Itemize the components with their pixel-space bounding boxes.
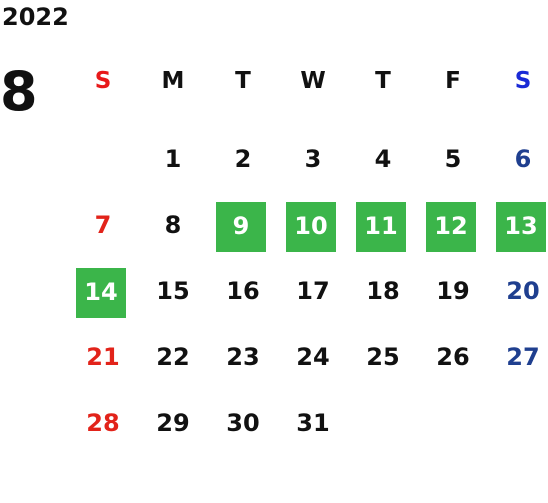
day-cell: 4 — [348, 126, 418, 192]
day-cell — [348, 390, 418, 456]
year-label: 2022 — [2, 3, 69, 31]
day-cell: 31 — [278, 390, 348, 456]
week-row: 28 29 30 31 — [68, 390, 548, 456]
day-cell: 16 — [208, 258, 278, 324]
weekday-sunday: S — [94, 68, 112, 94]
day-number: 9 — [232, 212, 250, 240]
highlight-box — [496, 202, 546, 252]
day-number: 24 — [296, 343, 330, 371]
weeks-container: 1 2 3 4 5 6 7 8 9 10 11 12 13 14 15 16 — [68, 126, 548, 456]
day-number: 17 — [296, 277, 330, 305]
day-number: 3 — [304, 145, 322, 173]
day-number: 16 — [226, 277, 260, 305]
day-cell: 7 — [68, 192, 138, 258]
day-cell-highlighted: 14 — [68, 258, 138, 324]
day-number: 27 — [506, 343, 540, 371]
weekday-saturday: S — [514, 68, 532, 94]
day-number: 4 — [374, 145, 392, 173]
day-number: 31 — [296, 409, 330, 437]
day-cell: 21 — [68, 324, 138, 390]
day-cell: 6 — [488, 126, 548, 192]
day-number: 7 — [94, 211, 112, 239]
weekday-monday: M — [161, 68, 185, 94]
day-number: 13 — [504, 212, 538, 240]
day-number: 11 — [364, 212, 398, 240]
day-number: 30 — [226, 409, 260, 437]
day-cell: 24 — [278, 324, 348, 390]
day-cell: 26 — [418, 324, 488, 390]
highlight-box — [76, 268, 126, 318]
day-number: 20 — [506, 277, 540, 305]
day-cell: 1 — [138, 126, 208, 192]
day-cell: 19 — [418, 258, 488, 324]
day-cell: 25 — [348, 324, 418, 390]
week-row: 21 22 23 24 25 26 27 — [68, 324, 548, 390]
day-number: 2 — [234, 145, 252, 173]
day-number: 14 — [84, 278, 118, 306]
weekday-thursday: T — [375, 68, 391, 94]
day-cell-highlighted: 12 — [418, 192, 488, 258]
day-number: 19 — [436, 277, 470, 305]
day-cell: 23 — [208, 324, 278, 390]
day-number: 10 — [294, 212, 328, 240]
day-number: 29 — [156, 409, 190, 437]
highlight-box — [216, 202, 266, 252]
weekday-tuesday: T — [235, 68, 251, 94]
day-cell: 18 — [348, 258, 418, 324]
day-number: 25 — [366, 343, 400, 371]
day-number: 12 — [434, 212, 468, 240]
calendar-grid: S M T W T F S 1 2 3 4 5 6 7 8 9 — [68, 60, 548, 456]
day-number: 8 — [164, 211, 182, 239]
weekday-wednesday: W — [300, 68, 326, 94]
day-cell: 30 — [208, 390, 278, 456]
week-row: 14 15 16 17 18 19 20 — [68, 258, 548, 324]
month-label: 8 — [0, 60, 38, 123]
day-number: 21 — [86, 343, 120, 371]
day-number: 23 — [226, 343, 260, 371]
day-cell: 28 — [68, 390, 138, 456]
day-number: 5 — [444, 145, 462, 173]
day-cell-highlighted: 11 — [348, 192, 418, 258]
highlight-box — [426, 202, 476, 252]
weekday-friday: F — [445, 68, 461, 94]
highlight-box — [286, 202, 336, 252]
week-row: 1 2 3 4 5 6 — [68, 126, 548, 192]
day-number: 1 — [164, 145, 182, 173]
day-cell: 22 — [138, 324, 208, 390]
day-cell: 17 — [278, 258, 348, 324]
day-cell: 3 — [278, 126, 348, 192]
day-cell — [68, 126, 138, 192]
day-cell: 20 — [488, 258, 548, 324]
day-number: 6 — [514, 145, 532, 173]
day-number: 28 — [86, 409, 120, 437]
day-cell-highlighted: 9 — [208, 192, 278, 258]
day-cell: 27 — [488, 324, 548, 390]
day-number: 18 — [366, 277, 400, 305]
weekday-header-row: S M T W T F S — [68, 60, 548, 102]
day-number: 22 — [156, 343, 190, 371]
day-cell: 2 — [208, 126, 278, 192]
day-cell-highlighted: 13 — [488, 192, 548, 258]
day-number: 26 — [436, 343, 470, 371]
day-cell: 5 — [418, 126, 488, 192]
day-cell: 8 — [138, 192, 208, 258]
week-row: 7 8 9 10 11 12 13 — [68, 192, 548, 258]
day-number: 15 — [156, 277, 190, 305]
day-cell — [488, 390, 548, 456]
day-cell-highlighted: 10 — [278, 192, 348, 258]
highlight-box — [356, 202, 406, 252]
day-cell: 29 — [138, 390, 208, 456]
day-cell: 15 — [138, 258, 208, 324]
day-cell — [418, 390, 488, 456]
